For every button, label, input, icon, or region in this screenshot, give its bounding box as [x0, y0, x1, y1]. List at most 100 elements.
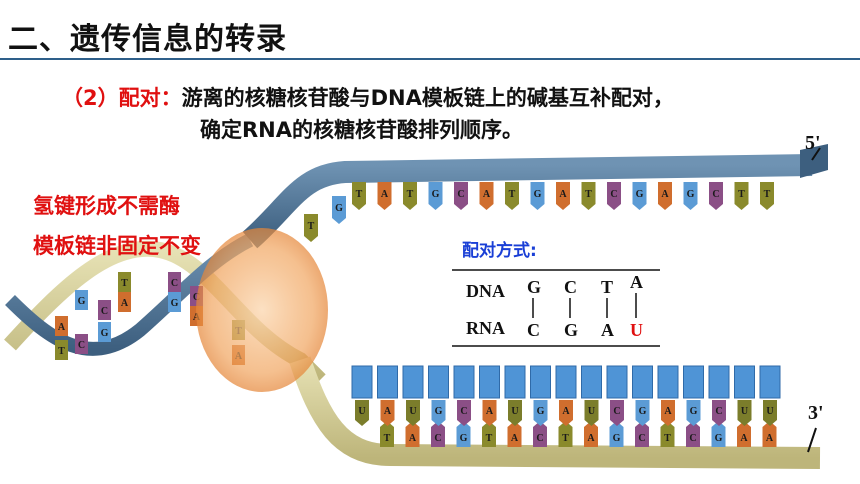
base-letter: T [308, 221, 315, 232]
base-letter: C [457, 189, 464, 200]
fork-base-0: G [332, 196, 346, 224]
rna-base-0: U [355, 400, 369, 426]
base-letter: A [661, 189, 669, 200]
top-base-4: C [454, 182, 468, 210]
bottom-base-3: G [456, 421, 471, 447]
five-prime-label: 5' [805, 132, 821, 154]
rna-base-7: G [533, 400, 548, 426]
helix-base-7: A [118, 292, 131, 312]
rna-base-pair-1: G [564, 320, 579, 340]
rna-base-pair-2: A [601, 320, 614, 340]
top-base-6: T [505, 182, 519, 210]
base-letter: C [689, 433, 696, 444]
fork-base-1: T [304, 214, 318, 242]
base-letter: T [764, 189, 771, 200]
rna-base-4: C [457, 400, 471, 426]
top-base-13: G [683, 182, 698, 210]
base-letter: C [193, 292, 200, 303]
base-letter: C [78, 340, 85, 351]
bottom-base-4: T [482, 421, 496, 447]
rna-nucleotide-9: U [581, 365, 602, 426]
page-title: 二、遗传信息的转录 [8, 22, 287, 57]
rna-row-label: RNA [466, 318, 505, 338]
base-letter: T [58, 346, 65, 357]
bottom-base-11: T [660, 421, 675, 447]
rna-nucleotide-8: A [555, 365, 577, 426]
bottom-base-14: A [737, 421, 751, 447]
helix-base-5: G [98, 322, 111, 342]
rna-base-13: G [686, 400, 701, 426]
rna-base-10: C [610, 400, 624, 426]
helix-base-6: T [118, 272, 131, 292]
base-letter: U [409, 406, 416, 417]
top-base-16: T [760, 182, 774, 210]
base-letter: G [690, 406, 698, 417]
top-base-11: G [632, 182, 647, 210]
helix-base-3: C [75, 334, 88, 354]
top-base-12: A [658, 182, 672, 210]
top-base-2: T [403, 182, 417, 210]
top-base-14: C [709, 182, 723, 210]
helix-base-4: C [98, 300, 111, 320]
pairing-heading: 配对方式: [462, 241, 537, 261]
rna-nucleotide-4: C [453, 365, 475, 426]
bottom-base-0: T [380, 421, 394, 447]
top-base-8: A [556, 182, 570, 210]
base-letter: U [358, 406, 365, 417]
helix-base-0: A [55, 316, 68, 336]
top-base-15: T [734, 182, 749, 210]
bottom-base-6: C [533, 421, 547, 447]
top-strand-end [800, 144, 828, 178]
rna-nucleotide-15: U [734, 365, 755, 426]
rna-base-1: A [380, 400, 395, 426]
bottom-base-7: T [558, 421, 573, 447]
dna-base-0: G [527, 277, 542, 297]
base-letter: G [78, 296, 86, 307]
base-letter: G [335, 203, 343, 214]
base-letter: G [432, 189, 440, 200]
rna-nucleotide-2: U [402, 365, 424, 426]
base-letter: G [534, 189, 542, 200]
base-letter: A [587, 433, 595, 444]
base-letter: A [562, 406, 570, 417]
rna-base-11: G [635, 400, 650, 426]
base-letter: A [740, 433, 748, 444]
subtitle-prefix: （2）配对： [62, 86, 182, 110]
subtitle-line-2: 确定RNA的核糖核苷酸排列顺序。 [200, 118, 523, 142]
base-letter: G [715, 433, 723, 444]
base-letter: U [741, 406, 748, 417]
base-letter: G [171, 298, 179, 309]
bottom-base-8: A [584, 421, 598, 447]
bottom-base-5: A [507, 421, 522, 447]
rna-base-6: U [508, 400, 522, 426]
base-letter: A [381, 189, 389, 200]
rna-base-15: U [737, 400, 752, 426]
base-letter: A [511, 433, 519, 444]
rna-nucleotide-10: C [606, 365, 628, 426]
base-letter: U [766, 406, 773, 417]
five-prime-marker [811, 147, 821, 161]
base-letter: G [537, 406, 545, 417]
bottom-base-13: G [711, 421, 726, 447]
dna-base-3: A [630, 272, 643, 292]
base-letter: T [664, 433, 671, 444]
dna-base-2: T [601, 277, 614, 297]
base-letter: G [687, 189, 695, 200]
base-letter: T [384, 433, 391, 444]
base-letter: T [562, 433, 569, 444]
bottom-strand [289, 356, 821, 469]
note-hydrogen-bond: 氢键形成不需酶 [33, 194, 180, 218]
dna-row-label: DNA [466, 281, 505, 301]
base-letter: T [509, 189, 516, 200]
base-letter: T [356, 189, 363, 200]
top-base-0: T [352, 182, 366, 210]
base-letter: C [101, 306, 108, 317]
bottom-base-2: C [431, 421, 445, 447]
base-letter: T [486, 433, 493, 444]
base-letter: C [171, 278, 178, 289]
rna-base-5: A [482, 400, 497, 426]
fork-bases: GT [304, 196, 346, 242]
